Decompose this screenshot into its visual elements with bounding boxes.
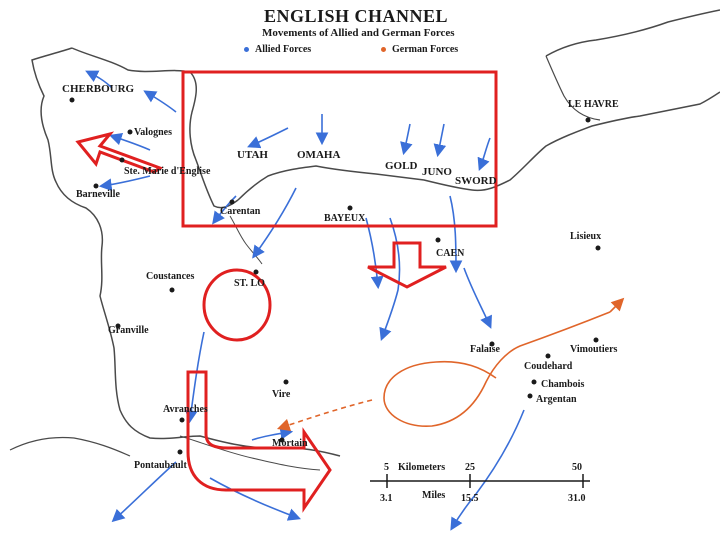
label-utah: UTAH — [237, 149, 268, 161]
label-argentan: Argentan — [536, 394, 577, 405]
scale-km-label: Kilometers — [398, 462, 446, 473]
allied-arrow — [108, 132, 151, 151]
allied-dot-icon — [244, 47, 249, 53]
coastline — [31, 47, 341, 457]
label-cherbourg: CHERBOURG — [62, 83, 135, 95]
landing-beaches-highlight-box — [181, 70, 498, 228]
breakout-arrow — [186, 370, 332, 513]
allied-arrow — [247, 127, 289, 149]
label-gold: GOLD — [385, 160, 418, 172]
label-barneville: Barneville — [76, 189, 120, 200]
bottom-coast — [9, 436, 131, 457]
german-counterattack-arrow — [276, 399, 373, 432]
allied-arrow — [365, 217, 384, 290]
label-pontaubault: Pontaubault — [134, 460, 187, 471]
german-dot-icon — [381, 47, 386, 53]
allied-arrow — [85, 70, 113, 89]
label-st-lo: ST. LO — [234, 278, 265, 289]
cherbourg-arrow — [75, 131, 164, 174]
map-subtitle: Movements of Allied and German Forces — [262, 27, 455, 39]
allied-arrow — [251, 427, 294, 441]
scale-km-50: 50 — [572, 462, 582, 473]
allied-arrow — [433, 123, 447, 158]
scale-bar — [370, 474, 590, 488]
label-sword: SWORD — [455, 175, 497, 187]
legend-allied: Allied Forces — [244, 44, 311, 55]
german-arrow — [609, 297, 625, 313]
label-le-havre: LE HAVRE — [568, 99, 619, 110]
label-coudehard: Coudehard — [524, 361, 573, 372]
allied-arrow — [379, 217, 401, 341]
label-valognes: Valognes — [134, 127, 172, 138]
label-granville: Granville — [108, 325, 149, 336]
allied-arrow — [463, 267, 492, 329]
legend-german: German Forces — [381, 44, 458, 55]
st-lo-highlight-circle — [202, 268, 272, 342]
town-markers — [69, 97, 601, 455]
scale-mi-31-0: 31.0 — [568, 493, 586, 504]
river — [229, 215, 263, 265]
map-title: ENGLISH CHANNEL — [264, 6, 449, 26]
allied-arrows — [85, 70, 525, 531]
allied-arrow — [209, 477, 301, 521]
allied-arrow — [450, 409, 525, 531]
normandy-coast — [237, 91, 720, 201]
allied-arrow — [184, 331, 205, 424]
label-ste-marie: Ste. Marie d'Englise — [124, 166, 211, 177]
german-arrows — [276, 297, 625, 432]
legend-german-label: German Forces — [392, 44, 459, 55]
allied-arrow — [212, 195, 237, 225]
scale-mi-15-5: 15.5 — [461, 493, 479, 504]
le-havre-coast — [545, 55, 601, 121]
label-falaise: Falaise — [470, 344, 500, 355]
label-lisieux: Lisieux — [570, 231, 602, 242]
label-carentan: Carentan — [220, 206, 261, 217]
label-mortain: Mortain — [272, 438, 308, 449]
allied-arrow — [252, 187, 297, 259]
scale-km-25: 25 — [465, 462, 475, 473]
label-coustances: Coustances — [146, 271, 195, 282]
allied-arrow — [400, 123, 413, 156]
label-vire: Vire — [272, 389, 291, 400]
label-vimoutiers: Vimoutiers — [570, 344, 618, 355]
label-avranches: Avranches — [163, 404, 208, 415]
allied-arrow — [477, 137, 491, 171]
scale-mi-label: Miles — [422, 490, 446, 501]
label-caen: CAEN — [436, 248, 465, 259]
down-arrow — [367, 241, 447, 289]
label-juno: JUNO — [422, 166, 452, 178]
label-omaha: OMAHA — [297, 149, 341, 161]
seine-estuary — [545, 9, 720, 57]
allied-arrow — [143, 90, 177, 113]
label-bayeux: BAYEUX — [324, 213, 366, 224]
scale-mi-3-1: 3.1 — [380, 493, 393, 504]
legend-allied-label: Allied Forces — [255, 44, 312, 55]
annotations — [75, 70, 498, 513]
german-pocket — [383, 311, 611, 427]
scale-km-5: 5 — [384, 462, 389, 473]
bay-coast — [179, 435, 321, 471]
allied-arrow — [449, 195, 463, 274]
allied-arrow — [98, 175, 151, 192]
label-chambois: Chambois — [541, 379, 585, 390]
allied-arrow — [111, 461, 177, 523]
cotentin-north-coast — [71, 47, 239, 209]
